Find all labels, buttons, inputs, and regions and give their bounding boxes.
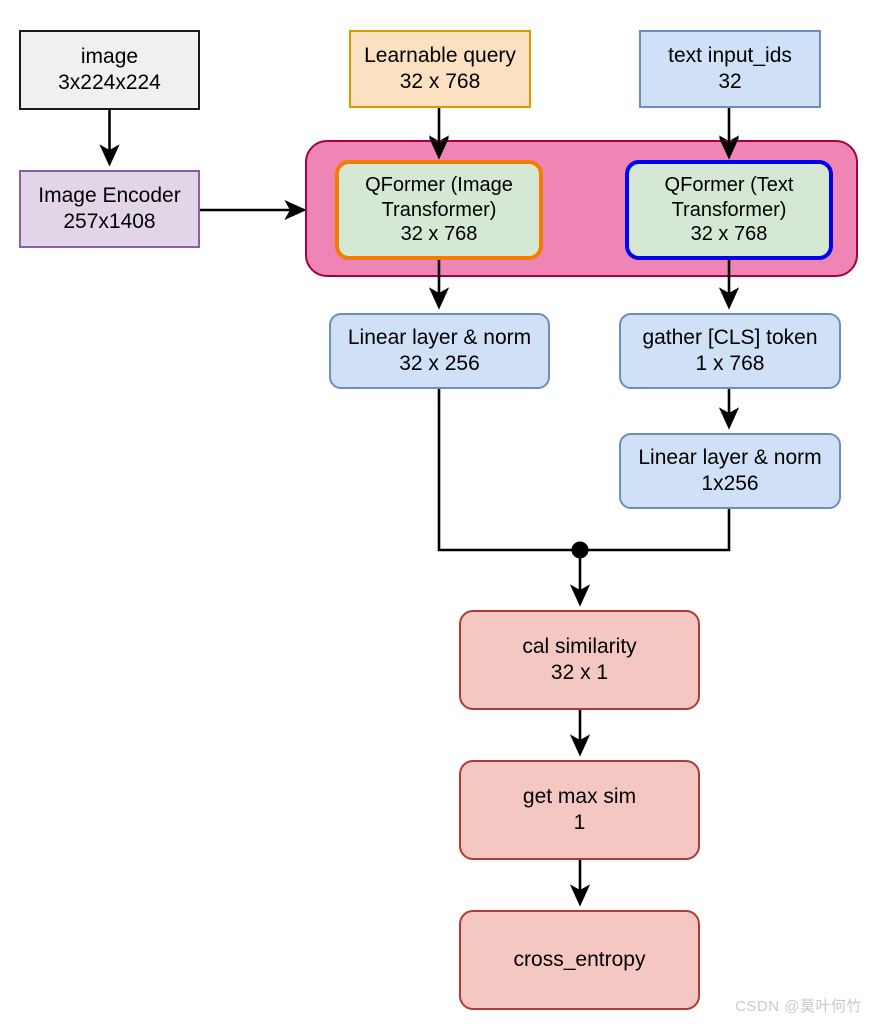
edge-linear1-to-junction bbox=[437, 389, 580, 552]
node-qformer-image-transformer[interactable]: QFormer (Image Transformer) 32 x 768 bbox=[335, 160, 543, 260]
node-learnable-query-line-2: 32 x 768 bbox=[399, 70, 481, 93]
node-image-line-1: image bbox=[80, 45, 139, 69]
node-cross-entropy-line-1: cross_entropy bbox=[513, 948, 646, 972]
node-cal-similarity-line-2: 32 x 1 bbox=[550, 661, 609, 684]
node-text-input-ids-line-1: text input_ids bbox=[668, 44, 792, 68]
node-image[interactable]: image 3x224x224 bbox=[19, 30, 200, 110]
node-linear-layer-norm-text-line-1: Linear layer & norm bbox=[638, 446, 822, 470]
node-linear-layer-norm-image[interactable]: Linear layer & norm 32 x 256 bbox=[329, 313, 550, 389]
node-image-line-2: 3x224x224 bbox=[58, 71, 161, 94]
node-get-max-sim-line-2: 1 bbox=[573, 811, 586, 834]
node-get-max-sim-line-1: get max sim bbox=[522, 785, 637, 809]
merge-junction-dot bbox=[571, 541, 589, 559]
node-text-input-ids-line-2: 32 bbox=[718, 70, 742, 93]
node-image-encoder[interactable]: Image Encoder 257x1408 bbox=[19, 170, 200, 248]
node-learnable-query[interactable]: Learnable query 32 x 768 bbox=[349, 30, 531, 108]
node-qformer-image-line-3: 32 x 768 bbox=[400, 223, 478, 246]
node-gather-cls-token-line-1: gather [CLS] token bbox=[642, 326, 818, 350]
node-qformer-text-line-3: 32 x 768 bbox=[690, 223, 768, 246]
node-image-encoder-line-1: Image Encoder bbox=[38, 184, 181, 208]
node-qformer-text-line-2: Transformer) bbox=[671, 198, 787, 221]
node-learnable-query-line-1: Learnable query bbox=[364, 44, 516, 68]
node-get-max-sim[interactable]: get max sim 1 bbox=[459, 760, 700, 860]
node-image-encoder-line-2: 257x1408 bbox=[63, 210, 156, 233]
node-qformer-text-transformer[interactable]: QFormer (Text Transformer) 32 x 768 bbox=[625, 160, 833, 260]
node-qformer-text-line-1: QFormer (Text bbox=[664, 174, 794, 197]
node-gather-cls-token[interactable]: gather [CLS] token 1 x 768 bbox=[619, 313, 841, 389]
node-linear-layer-norm-text[interactable]: Linear layer & norm 1x256 bbox=[619, 433, 841, 509]
node-linear-layer-norm-image-line-1: Linear layer & norm bbox=[347, 326, 532, 350]
node-qformer-image-line-2: Transformer) bbox=[381, 198, 497, 221]
node-gather-cls-token-line-2: 1 x 768 bbox=[695, 352, 765, 375]
node-cross-entropy[interactable]: cross_entropy bbox=[459, 910, 700, 1010]
node-qformer-image-line-1: QFormer (Image bbox=[365, 174, 513, 197]
node-cal-similarity[interactable]: cal similarity 32 x 1 bbox=[459, 610, 700, 710]
node-linear-layer-norm-text-line-2: 1x256 bbox=[701, 472, 759, 495]
node-linear-layer-norm-image-line-2: 32 x 256 bbox=[399, 352, 480, 375]
node-cal-similarity-line-1: cal similarity bbox=[522, 635, 637, 659]
watermark: CSDN @莫叶何竹 bbox=[735, 998, 862, 1015]
edge-linear2-to-junction bbox=[580, 509, 731, 552]
node-text-input-ids[interactable]: text input_ids 32 bbox=[639, 30, 821, 108]
